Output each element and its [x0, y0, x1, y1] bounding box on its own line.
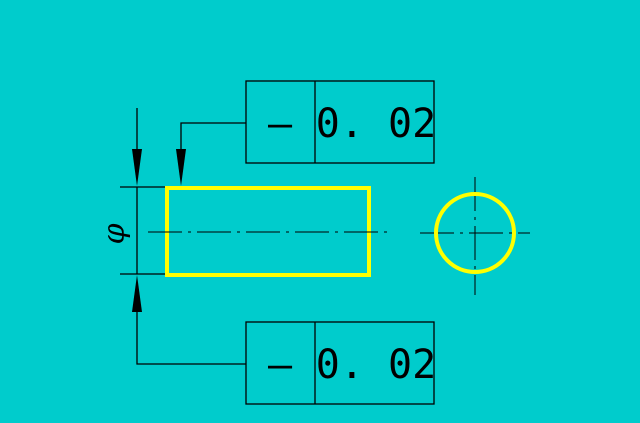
top-tolerance-value: 0. 02 — [316, 101, 436, 147]
top-leader — [176, 122, 246, 186]
dimension-arrow-top — [132, 149, 142, 186]
cylinder-end-view — [434, 192, 516, 274]
bottom-frame-border — [245, 321, 435, 405]
bottom-straightness-symbol: — — [268, 342, 293, 388]
bottom-leader-line — [136, 312, 246, 365]
bottom-tolerance-value: 0. 02 — [316, 342, 436, 388]
diameter-dimension: φ — [97, 108, 166, 312]
top-straightness-symbol: — — [268, 101, 293, 147]
top-leader-line — [180, 122, 246, 150]
top-frame-border — [245, 80, 435, 164]
bottom-tolerance-frame: — 0. 02 — [245, 321, 436, 405]
dimension-arrow-bottom — [132, 275, 142, 312]
diameter-symbol: φ — [97, 223, 132, 244]
top-leader-arrow — [176, 149, 186, 186]
top-tolerance-frame: — 0. 02 — [245, 80, 436, 164]
